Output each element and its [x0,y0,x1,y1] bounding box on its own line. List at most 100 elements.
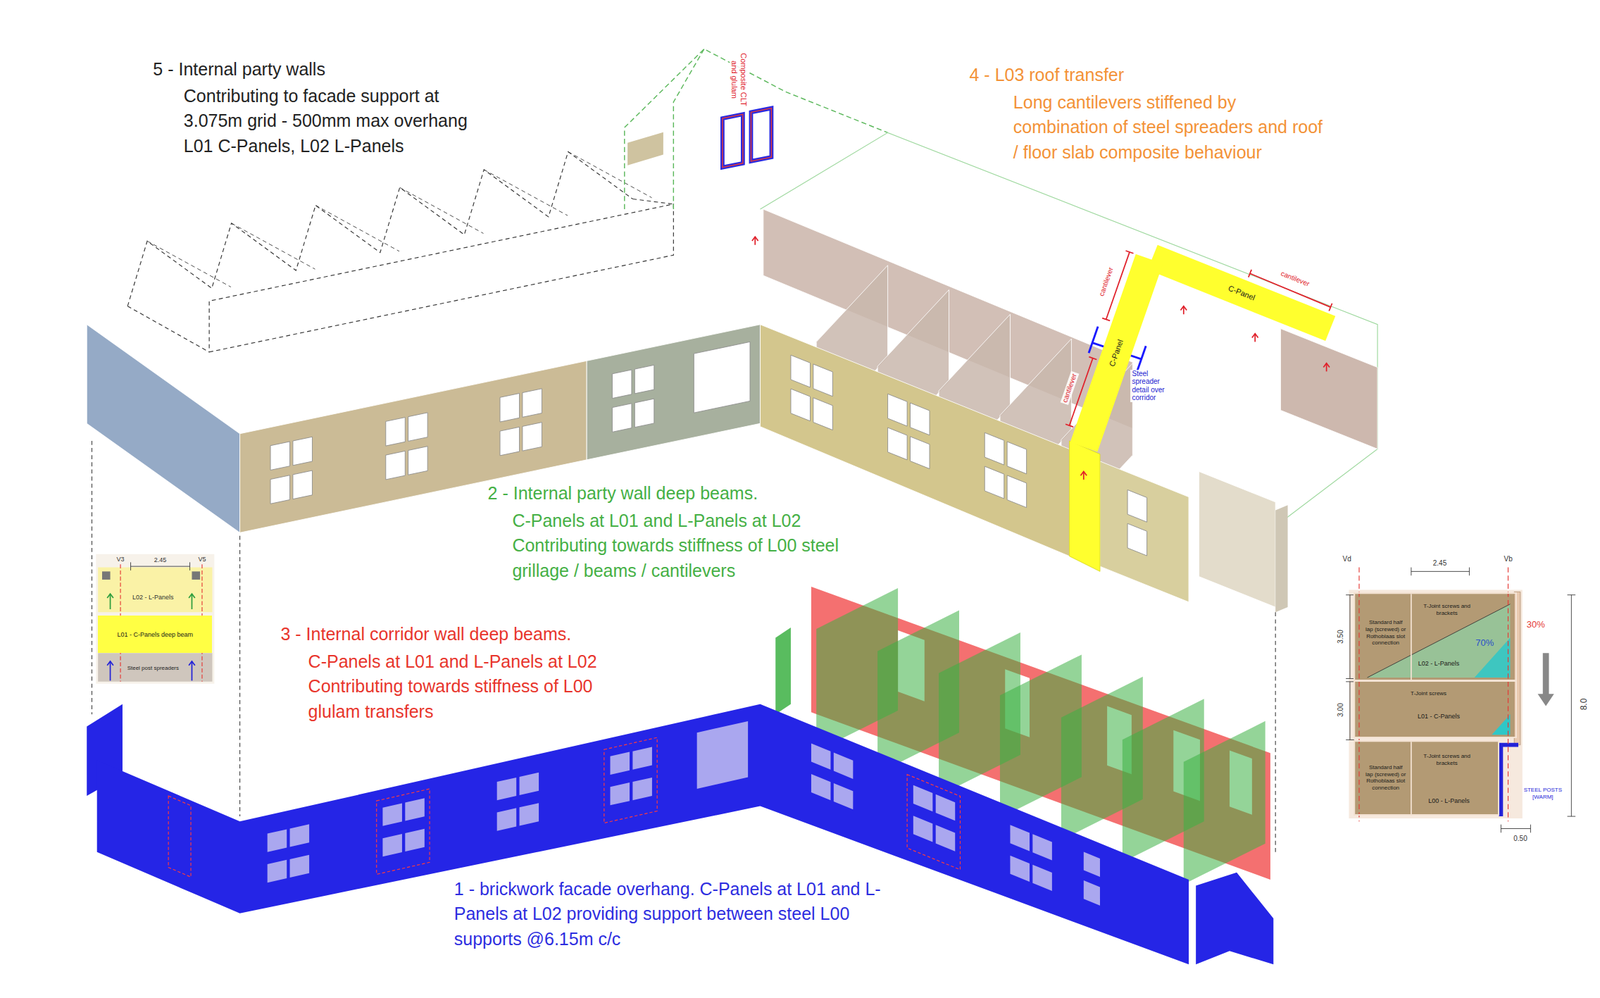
facade-wall [1275,504,1288,612]
window [913,785,934,812]
dimension-label: 8.0 [1578,697,1589,710]
dimension-tick [189,561,191,571]
percentage-label: 30% [1526,619,1546,631]
party-wall-beam [775,627,791,715]
party-wall-beam [1183,721,1266,885]
window [909,402,930,436]
facade-wall [1100,461,1189,603]
composite-frame [722,114,743,167]
grid-line [1507,567,1509,822]
window [519,802,540,826]
window [500,392,520,422]
window [833,752,854,779]
callout-note: 1 - brickwork facade overhang. C-Panels … [454,876,905,953]
facade-band [97,704,1189,965]
load-arrow [109,593,112,610]
facade-band [1195,872,1274,965]
window [984,466,1005,499]
direction-arrow [1538,652,1555,706]
connection-note: T-Joint screws and brackets [1421,603,1473,617]
window [382,833,403,857]
dimension-tick [1126,250,1134,254]
window [1007,441,1027,474]
dimension-tick [1500,824,1502,834]
callout-note: C-Panels at L01 and L-Panels at L02 Cont… [308,649,640,725]
steel-spreader [1136,345,1146,373]
party-wall [1280,328,1378,450]
window [385,450,406,480]
dimension-label: 2.45 [154,556,167,565]
window [984,432,1005,465]
composite-frame [750,108,772,162]
window [1009,855,1030,882]
composite-frame [750,108,772,162]
connection-note: T-Joint screws [1410,690,1447,698]
grid-label: Vd [1342,554,1352,564]
window [408,412,429,442]
brick-skin [1514,591,1521,745]
panel-joint [1410,741,1412,815]
callout-title: 3 - Internal corridor wall deep beams. [280,623,572,645]
steel-spreader [1088,326,1098,354]
window [404,828,425,852]
roof-outline [632,199,674,205]
roof-outline [483,169,568,216]
load-arrow [1183,306,1185,315]
window [267,828,288,852]
panel-joint [1410,593,1412,680]
projection-line [1275,611,1277,852]
window [811,773,831,800]
load-arrow [107,661,114,666]
clt-panel [1354,741,1498,815]
dimension-tick [1345,678,1355,679]
callout-title: 2 - Internal party wall deep beams. [488,482,759,504]
support-zone [907,774,960,870]
window [811,742,831,770]
dimension-tick [1345,594,1355,596]
window [1083,880,1100,906]
load-share-zone [1474,638,1511,679]
dimension-tick [1102,318,1110,322]
panel-label: L02 - L-Panels [132,592,174,601]
dimension-line [1411,571,1470,572]
roof-outline [231,223,316,270]
panel-zone [97,567,212,613]
window [611,369,632,399]
steel-zone [97,652,212,682]
grid-line [1358,567,1360,822]
support-zone [376,788,430,874]
support-zone [604,737,658,823]
percentage-label: 70% [1475,637,1494,649]
window [1009,824,1030,851]
dimension-tick [1469,567,1470,577]
dimension-line [1349,595,1350,679]
roof-outline [624,49,889,210]
dimension-tick [1567,816,1577,817]
dimension-line [130,566,191,567]
dimension-label: 2.45 [1433,559,1447,568]
clt-panel [1354,681,1515,737]
c-panel-beam: C-Panel [1070,254,1163,452]
load-arrow [188,593,196,598]
load-arrow [191,661,193,681]
window [522,422,543,452]
window [813,397,834,431]
window [790,388,811,422]
load-arrow [1083,471,1085,480]
window [404,797,425,821]
grid-label: V3 [116,555,124,564]
node-text: L00 - L-Panels [1428,797,1470,805]
window [632,777,653,800]
dimension-tick [1345,680,1355,682]
dimension-label: cantilever [1096,264,1116,299]
connection-note: Standard half lap (screwed) or Rothoblaa… [1364,764,1408,791]
window [935,794,956,821]
connection-note: T-Joint screws and brackets [1421,753,1473,767]
inset-frame [1348,589,1522,819]
window [290,854,310,878]
window [1032,833,1053,860]
window [790,354,811,388]
window [632,746,653,770]
facade-wall [1199,471,1277,608]
